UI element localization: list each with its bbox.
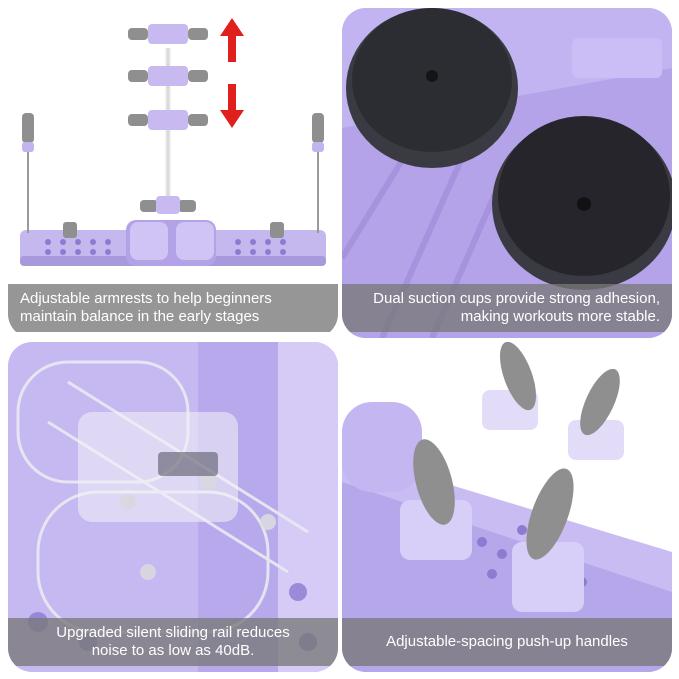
panel-armrests: Adjustable armrests to help beginners ma… [8, 8, 338, 338]
caption-line: Dual suction cups provide strong adhesio… [373, 290, 660, 307]
up-arrow-icon [220, 18, 244, 62]
caption-line: making workouts more stable. [460, 308, 660, 325]
caption-line: noise to as low as 40dB. [91, 642, 255, 659]
sliding-rail-illustration [8, 342, 338, 672]
down-arrow-icon [220, 84, 244, 128]
panel-suction-cups: Dual suction cups provide strong adhesio… [342, 8, 672, 338]
panel-sliding-rail: Upgraded silent sliding rail reduces noi… [8, 342, 338, 672]
caption-line: maintain balance in the early stages [20, 308, 260, 325]
caption-armrests: Adjustable armrests to help beginners ma… [8, 284, 338, 332]
panel-pushup-handles: Adjustable-spacing push-up handles [342, 342, 672, 672]
armrest-trainer-illustration [8, 8, 338, 338]
caption-line: Adjustable-spacing push-up handles [386, 633, 628, 650]
caption-pushup-handles: Adjustable-spacing push-up handles [342, 618, 672, 666]
caption-line: Adjustable armrests to help beginners [20, 290, 272, 307]
caption-line: Upgraded silent sliding rail reduces [56, 624, 290, 641]
pushup-handles-illustration [342, 342, 672, 672]
caption-sliding-rail: Upgraded silent sliding rail reduces noi… [8, 618, 338, 666]
suction-cups-illustration [342, 8, 672, 338]
caption-suction-cups: Dual suction cups provide strong adhesio… [342, 284, 672, 332]
